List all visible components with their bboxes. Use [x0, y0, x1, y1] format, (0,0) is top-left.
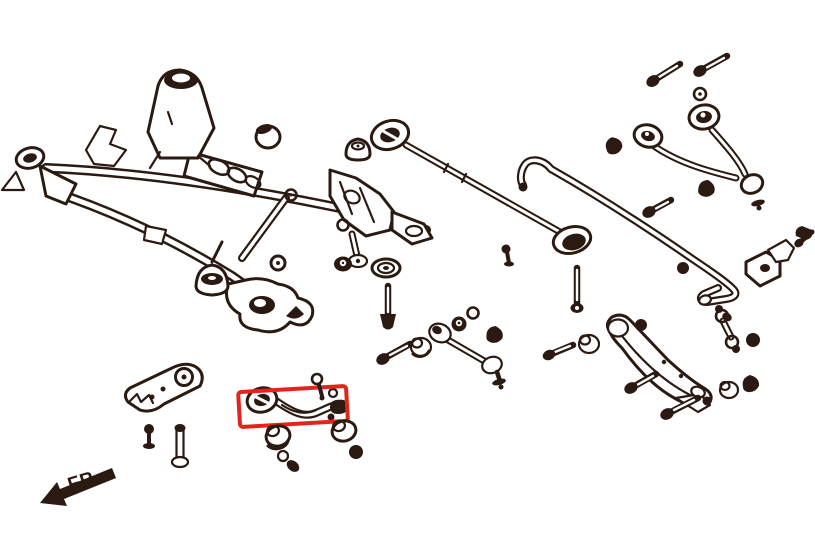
upper-control-arm	[632, 103, 765, 211]
toe-link	[428, 322, 506, 390]
stabilizer-bushing-bracket	[722, 226, 813, 322]
lateral-rod	[369, 118, 593, 255]
fastener-bolts	[376, 52, 815, 420]
fr-direction-arrow: FR.	[40, 466, 116, 506]
subframe-hardware	[254, 123, 402, 279]
fastener-nuts	[409, 86, 760, 400]
stabilizer-bar	[516, 156, 740, 306]
camber-arm-stud	[310, 372, 325, 401]
bracket-plate-bolts	[143, 424, 190, 469]
rear-camber-arm	[245, 386, 348, 421]
stabilizer-end-link	[714, 305, 740, 353]
mounting-bracket-plate	[123, 362, 204, 413]
highlight-box	[236, 384, 350, 429]
rear-subframe	[0, 68, 434, 334]
fr-direction-label: FR.	[65, 466, 103, 496]
camber-arm-bushings	[264, 419, 363, 472]
